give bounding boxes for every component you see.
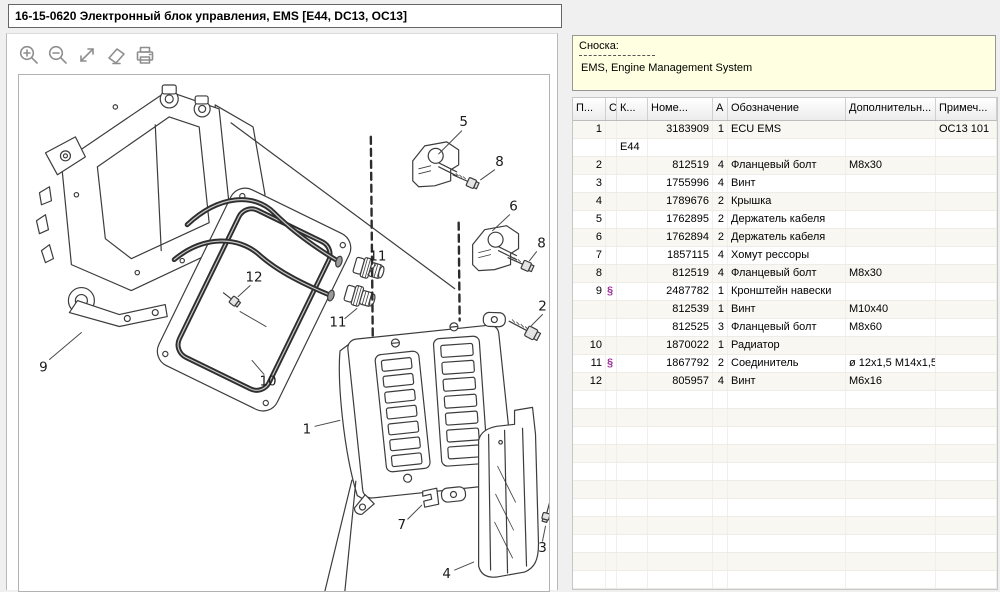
callout-9: 9 — [39, 359, 48, 375]
footnote-text: EMS, Engine Management System — [581, 62, 753, 74]
table-row[interactable]: E44 — [573, 139, 997, 157]
callout-12: 12 — [245, 270, 262, 286]
table-row-empty — [573, 481, 997, 499]
footnote-separator — [579, 55, 655, 56]
col-s[interactable]: С — [606, 98, 617, 120]
callout-5: 5 — [459, 114, 468, 130]
cover-part — [478, 406, 540, 578]
callout-4: 4 — [442, 566, 451, 582]
cable-holder-5-part — [412, 141, 460, 188]
alignment-line — [230, 122, 456, 290]
table-row-empty — [573, 409, 997, 427]
print-icon[interactable] — [133, 43, 157, 67]
table-row-empty — [573, 535, 997, 553]
pointer-lines — [324, 479, 357, 591]
drawing-canvas[interactable]: 1 2 3 4 5 6 7 8 8 9 10 11 11 12 — [18, 74, 550, 592]
eraser-icon[interactable] — [104, 43, 128, 67]
drawing-toolbar — [17, 43, 157, 67]
callout-6: 6 — [509, 199, 518, 215]
section-symbol: § — [606, 283, 617, 300]
callout-11a: 11 — [369, 249, 386, 265]
section-symbol: § — [606, 355, 617, 372]
callout-3: 3 — [538, 540, 547, 556]
callout-11b: 11 — [329, 315, 346, 331]
callout-1: 1 — [303, 421, 312, 437]
table-row-empty — [573, 427, 997, 445]
drawing-panel: 1 2 3 4 5 6 7 8 8 9 10 11 11 12 — [6, 33, 558, 592]
table-row-empty — [573, 517, 997, 535]
table-row-empty — [573, 499, 997, 517]
bolt-2-part — [508, 319, 542, 342]
callout-labels: 1 2 3 4 5 6 7 8 8 9 10 11 11 12 — [39, 114, 547, 582]
screw-12-part — [222, 292, 242, 308]
table-row-empty — [573, 571, 997, 589]
callout-2: 2 — [538, 299, 547, 315]
page-title: 16-15-0620 Электронный блок управления, … — [8, 4, 562, 28]
callout-7: 7 — [397, 517, 406, 533]
callout-8b: 8 — [537, 236, 546, 252]
callout-8a: 8 — [495, 154, 504, 170]
table-row-empty — [573, 391, 997, 409]
col-k[interactable]: К... — [617, 98, 648, 120]
col-name[interactable]: Обозначение — [728, 98, 846, 120]
leader-lines — [48, 130, 546, 571]
fit-view-icon[interactable] — [75, 43, 99, 67]
footnote-label: Сноска: — [579, 40, 619, 52]
table-row-empty — [573, 463, 997, 481]
col-num[interactable]: Номе... — [648, 98, 713, 120]
col-extra[interactable]: Дополнительн... — [846, 98, 936, 120]
cable-holder-6-part — [472, 225, 520, 272]
zoom-out-icon[interactable] — [46, 43, 70, 67]
ecu-part — [338, 311, 515, 515]
parts-table-header: П... С К... Номе... А Обозначение Дополн… — [573, 98, 997, 121]
callout-10: 10 — [259, 373, 276, 389]
exploded-view-drawing: 1 2 3 4 5 6 7 8 8 9 10 11 11 12 — [35, 84, 549, 591]
col-pos[interactable]: П... — [573, 98, 606, 120]
parts-table: П... С К... Номе... А Обозначение Дополн… — [572, 97, 998, 590]
screw-3-part — [541, 501, 549, 523]
screw-8b-part — [507, 255, 535, 273]
cooling-hoses — [171, 197, 343, 302]
table-row-empty — [573, 553, 997, 571]
screw-8a-part — [452, 173, 480, 190]
col-note[interactable]: Примеч... — [936, 98, 997, 120]
zoom-in-icon[interactable] — [17, 43, 41, 67]
col-qty[interactable]: А — [713, 98, 728, 120]
footnote-box: Сноска: EMS, Engine Management System — [572, 35, 996, 91]
table-row-empty — [573, 445, 997, 463]
clamp-7-part — [422, 487, 440, 508]
